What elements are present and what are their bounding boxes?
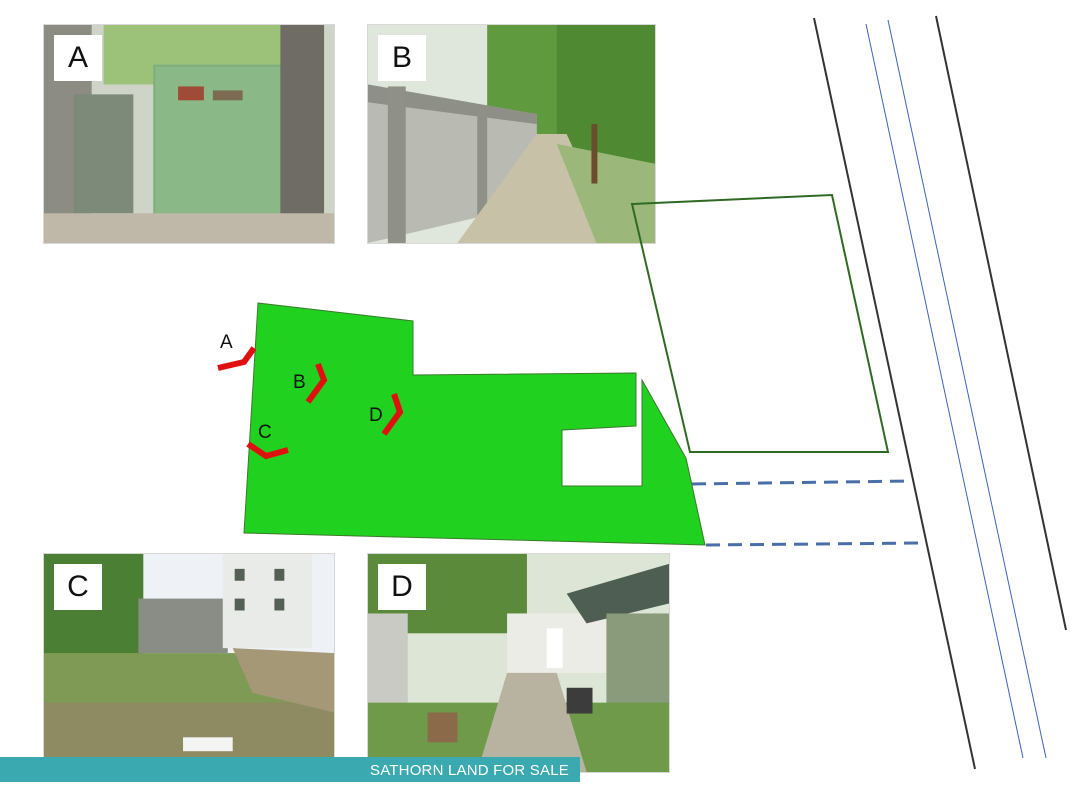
footer-bar bbox=[0, 757, 580, 782]
marker-c bbox=[246, 441, 289, 460]
marker-d-label: D bbox=[369, 405, 383, 426]
access-road-dash-2 bbox=[705, 541, 925, 547]
footer-title: SATHORN LAND FOR SALE bbox=[370, 762, 569, 779]
road-lane-line-1 bbox=[865, 23, 1024, 759]
photo-c: C bbox=[43, 553, 335, 773]
road-lane-line-2 bbox=[887, 19, 1047, 759]
marker-a bbox=[217, 346, 257, 371]
marker-b-label: B bbox=[293, 372, 306, 393]
marker-d bbox=[381, 393, 404, 436]
photo-a: A bbox=[43, 24, 335, 244]
neighbor-lot-outline bbox=[630, 193, 890, 453]
marker-a-label: A bbox=[220, 332, 233, 353]
marker-c-label: C bbox=[258, 422, 272, 443]
road-edge-left bbox=[813, 17, 976, 770]
access-road-dash-1 bbox=[691, 479, 913, 486]
land-plot bbox=[243, 302, 706, 546]
photo-c-label: C bbox=[54, 564, 102, 610]
marker-b bbox=[305, 362, 328, 404]
photo-a-image bbox=[44, 25, 334, 243]
photo-a-label: A bbox=[54, 35, 102, 81]
road-edge-right bbox=[935, 15, 1067, 631]
photo-b: B bbox=[367, 24, 656, 244]
photo-b-label: B bbox=[378, 35, 426, 81]
photo-d-label: D bbox=[378, 564, 426, 610]
